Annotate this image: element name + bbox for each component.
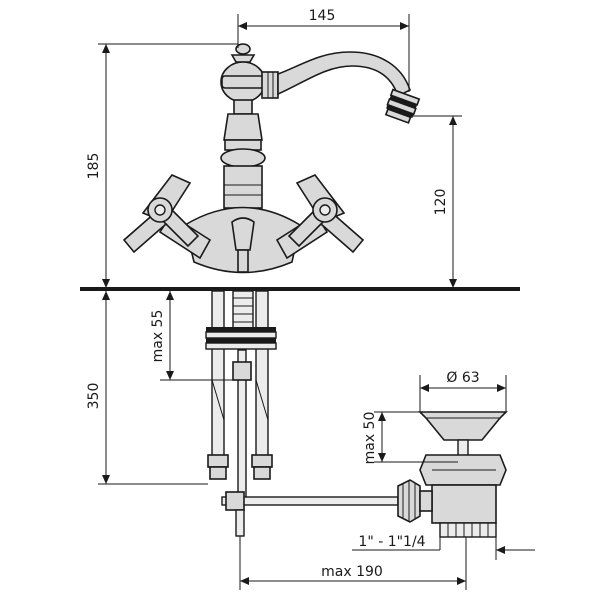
- mixer-body: [122, 43, 421, 274]
- dim-max55-label: max 55: [150, 310, 166, 363]
- dim-max190-label: max 190: [321, 564, 383, 580]
- popup-linkage: [221, 491, 399, 537]
- dim-185-label: 185: [86, 153, 102, 180]
- dim-145-label: 145: [309, 8, 336, 24]
- dim-350-label: 350: [86, 383, 102, 410]
- dim-diameter63-label: Ø 63: [446, 370, 479, 386]
- dim-thread-label: 1" - 1"1/4: [358, 534, 425, 550]
- waste-drain: [397, 411, 508, 538]
- dim-max50-label: max 50: [362, 412, 378, 465]
- left-handle: [122, 174, 212, 260]
- right-handle: [275, 174, 365, 260]
- dim-120-label: 120: [433, 189, 449, 216]
- supply-hoses: [205, 290, 277, 501]
- dimension-lines: [98, 14, 535, 590]
